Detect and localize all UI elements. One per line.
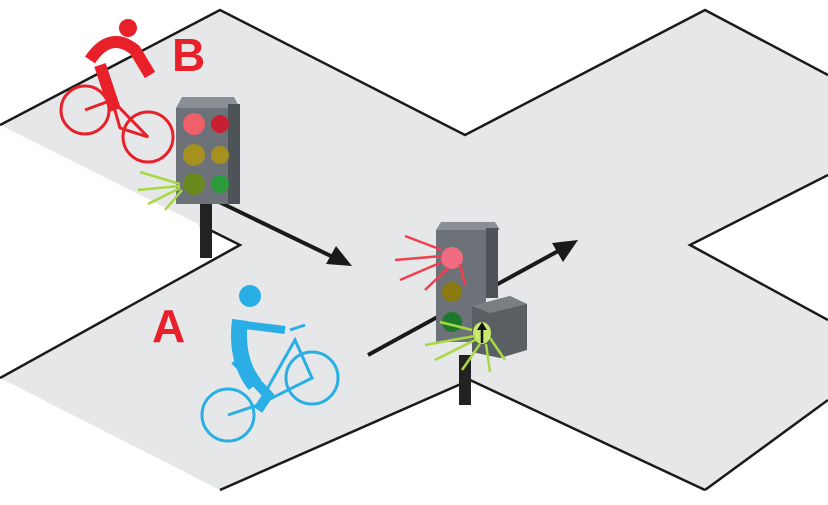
path-arrow-b [214,198,352,266]
traffic-light-right [394,222,527,405]
road-edges [0,8,828,492]
cyclist-a-icon [200,285,340,443]
label-a: A [152,300,186,352]
label-b: B [172,29,206,81]
traffic-light-left [137,97,240,258]
road-intersection [0,0,828,490]
arrow-straight-icon [477,322,487,343]
cyclist-b-icon [59,19,175,164]
